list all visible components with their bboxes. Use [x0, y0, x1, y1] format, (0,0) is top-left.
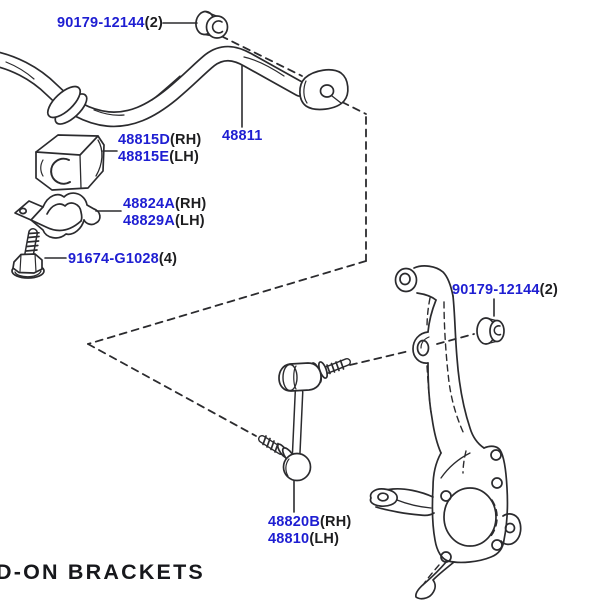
callout-bolt: 91674-G1028(4)	[68, 251, 177, 268]
stabilizer-bracket-drawing	[14, 192, 101, 239]
part-number-bracket-lh[interactable]: 48829A	[123, 213, 175, 229]
bracket-bolt-drawing	[11, 228, 45, 279]
part-number-stabilizer-bar[interactable]: 48811	[222, 128, 263, 144]
qty-nut-knuckle: (2)	[539, 282, 558, 298]
nut-knuckle-drawing	[476, 317, 505, 345]
callout-nut-top: 90179-12144(2)	[57, 15, 163, 32]
part-number-bolt[interactable]: 91674-G1028	[68, 251, 159, 267]
stabilizer-bushing-drawing	[35, 134, 105, 191]
side-bushing-lh: (LH)	[169, 149, 199, 165]
stabilizer-link-drawing	[258, 358, 351, 482]
callout-bushing: 48815D(RH) 48815E(LH)	[118, 132, 201, 166]
part-number-bushing-lh[interactable]: 48815E	[118, 149, 170, 165]
stabilizer-bar-drawing	[0, 45, 349, 128]
callout-nut-knuckle: 90179-12144(2)	[452, 282, 558, 299]
part-number-link-rh[interactable]: 48820B	[268, 514, 320, 530]
callout-bracket: 48824A(RH) 48829A(LH)	[123, 196, 206, 230]
callout-link: 48820B(RH) 48810(LH)	[268, 514, 351, 548]
part-number-nut-top[interactable]: 90179-12144	[57, 15, 145, 31]
callout-link-rh: 48820B(RH)	[268, 514, 351, 531]
qty-nut-top: (2)	[144, 15, 163, 31]
side-link-rh: (RH)	[320, 514, 352, 530]
side-link-lh: (LH)	[309, 531, 340, 547]
callout-bushing-rh: 48815D(RH)	[118, 132, 201, 149]
callout-stabilizer-bar: 48811	[222, 128, 263, 145]
side-bracket-lh: (LH)	[175, 213, 205, 229]
nut-top-drawing	[195, 10, 229, 39]
leader-lines	[44, 22, 495, 513]
callout-bracket-lh: 48829A(LH)	[123, 213, 206, 230]
callout-bushing-lh: 48815E(LH)	[118, 149, 201, 166]
part-number-link-lh[interactable]: 48810	[268, 531, 310, 547]
steering-knuckle-drawing	[369, 265, 522, 600]
part-number-bushing-rh[interactable]: 48815D	[118, 132, 170, 148]
side-bracket-rh: (RH)	[175, 196, 207, 212]
qty-bolt: (4)	[158, 251, 178, 267]
callout-link-lh: 48810(LH)	[268, 531, 351, 548]
part-number-nut-knuckle[interactable]: 90179-12144	[452, 282, 540, 298]
side-bushing-rh: (RH)	[170, 132, 202, 148]
footer-title: D-ON BRACKETS	[0, 560, 205, 584]
callout-bracket-rh: 48824A(RH)	[123, 196, 206, 213]
assembly-guide-dashed-lines	[87, 35, 475, 437]
part-number-bracket-rh[interactable]: 48824A	[123, 196, 175, 212]
